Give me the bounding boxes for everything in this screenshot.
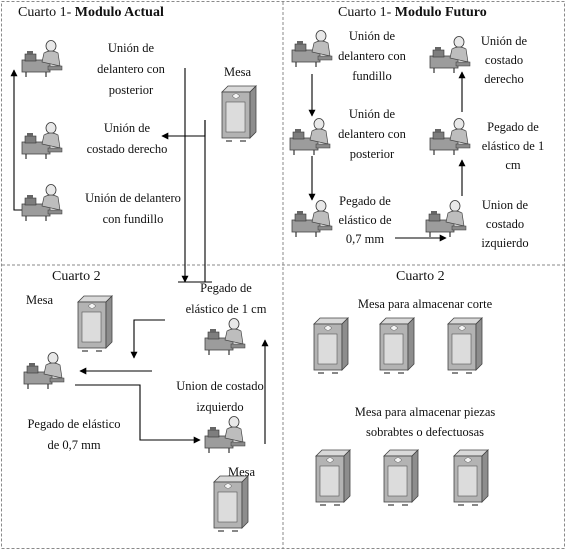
label-union-costado-izquierdo: Union de costado izquierdo [176, 379, 264, 414]
storage-cabinet-icon [221, 85, 257, 142]
sewing-workstation-icon [21, 183, 63, 222]
label-mesa-almacenar-corte: Mesa para almacenar corte [357, 297, 493, 311]
label-union-delantero-fundillo: Unión de delantero con fundillo [85, 191, 181, 226]
sewing-workstation-icon [429, 35, 471, 74]
flow-arrow-bl-1 [130, 319, 165, 359]
sewing-workstation-icon [23, 351, 65, 390]
sewing-workstation-icon [289, 117, 331, 156]
storage-cabinet-icon [213, 475, 249, 532]
label-mesa: Mesa [228, 465, 256, 479]
sewing-workstation-icon [21, 121, 63, 160]
quadrant-title-cuarto-2-right: Cuarto 2 [396, 269, 445, 284]
label-pegado-elastico-07: Pegado de elástico de 0,7 mm [338, 194, 392, 246]
sewing-workstation-icon [291, 29, 333, 68]
quadrant-title-modulo-futuro: Cuarto 1- Modulo Futuro [338, 5, 487, 20]
label-union-costado-izquierdo: Union de costado izquierdo [481, 198, 529, 250]
sewing-workstation-icon [21, 39, 63, 78]
label-mesa: Mesa [224, 65, 252, 79]
label-union-costado-derecho: Unión de costado derecho [480, 34, 528, 86]
sewing-workstation-icon [204, 317, 246, 356]
flow-arrow-tl-3 [10, 69, 22, 211]
label-mesa: Mesa [26, 293, 54, 307]
label-pegado-elastico-1cm: Pegado de elástico de 1 cm [185, 281, 267, 316]
storage-cabinet-icon [313, 317, 349, 374]
label-pegado-elastico-1cm: Pegado de elástico de 1 cm [481, 120, 545, 172]
sewing-workstation-icon [425, 199, 467, 238]
quadrant-title-cuarto-2-left: Cuarto 2 [52, 269, 101, 284]
quadrant-title-modulo-actual: Cuarto 1- Modulo Actual [18, 5, 164, 20]
sewing-workstation-icon [429, 117, 471, 156]
label-pegado-elastico-07: Pegado de elástico de 0,7 mm [27, 417, 121, 452]
sewing-workstation-icon [204, 415, 246, 454]
storage-cabinet-icon [315, 449, 351, 506]
flow-arrow-bl-3 [75, 384, 201, 444]
label-union-delantero-fundillo: Unión de delantero con fundillo [338, 29, 406, 83]
storage-cabinet-icon [383, 449, 419, 506]
storage-cabinet-icon [447, 317, 483, 374]
label-union-delantero-posterior: Unión de delantero con posterior [338, 107, 406, 161]
storage-cabinet-icon [453, 449, 489, 506]
label-union-costado-derecho: Unión de costado derecho [86, 121, 168, 156]
storage-cabinet-icon [379, 317, 415, 374]
sewing-workstation-icon [291, 199, 333, 238]
label-union-delantero-posterior: Unión de delantero con posterior [97, 41, 165, 97]
storage-cabinet-icon [77, 295, 113, 352]
label-mesa-almacenar-piezas: Mesa para almacenar piezas sobrabtes o d… [354, 405, 496, 439]
